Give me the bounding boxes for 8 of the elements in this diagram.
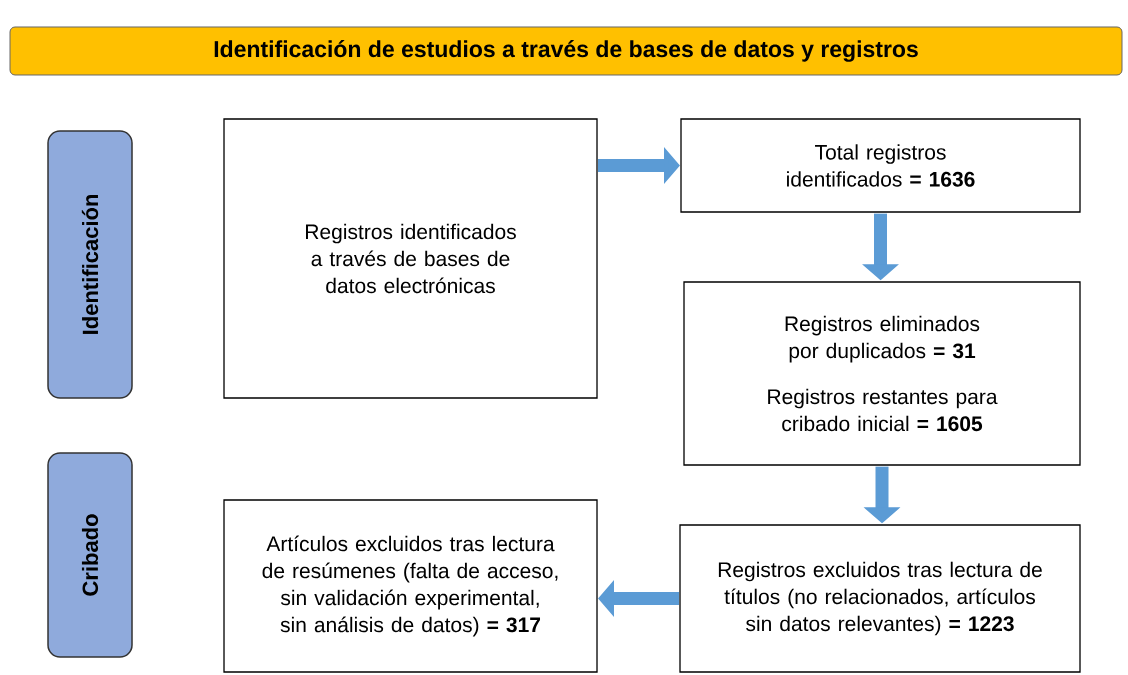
process-box: Registros excluidos tras lectura de títulos (no relacionados, artículos sin datos relevantes) = 1223 xyxy=(679,524,1081,673)
process-box: Artículos excluidos tras lectura de resúmenes (falta de acceso, sin validación experimental, sin análisis de datos) = 317 xyxy=(223,499,598,673)
process-box: Registros eliminados por duplicados = 31 Registros restantes para cribado inicial = 1605 xyxy=(683,281,1081,466)
title-banner: Identificación de estudios a través de bases de datos y registros xyxy=(9,26,1123,76)
stage-label: Identificación xyxy=(47,130,133,399)
process-box: Registros identificados a través de bases de datos electrónicas xyxy=(223,118,598,399)
process-box: Total registros identificados = 1636 xyxy=(680,118,1081,213)
stage-label: Cribado xyxy=(47,452,133,658)
